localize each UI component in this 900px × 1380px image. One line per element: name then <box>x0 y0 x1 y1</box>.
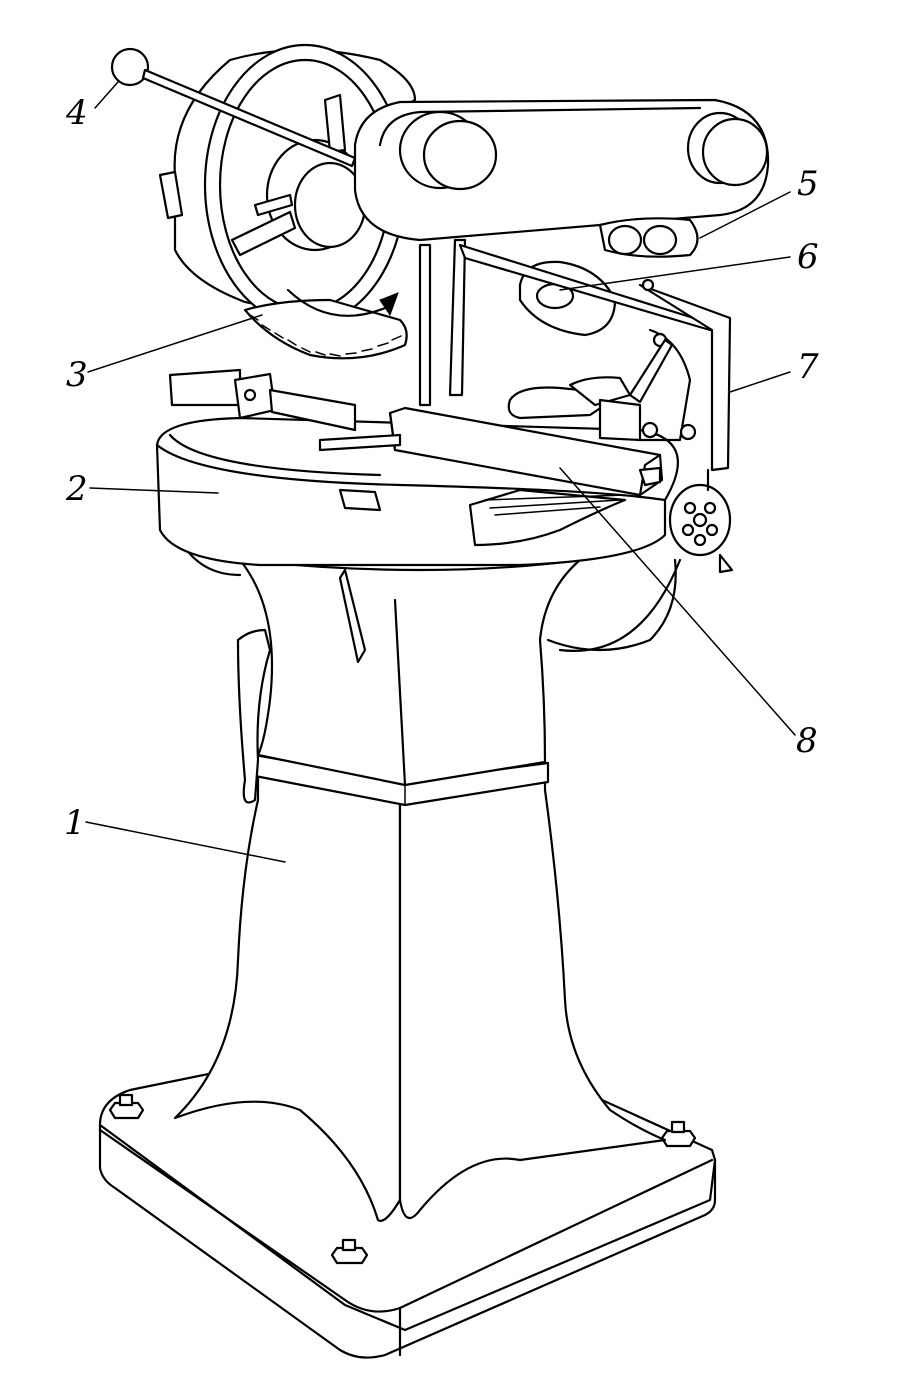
pedestal-column <box>173 538 677 1222</box>
belt-housing <box>353 98 770 258</box>
base-bolt-right <box>660 1120 697 1148</box>
callout-7: 7 <box>797 347 819 387</box>
callout-8: 8 <box>796 721 818 761</box>
clamp-bar <box>388 406 664 497</box>
leader-4 <box>94 81 119 109</box>
leader-2 <box>89 487 219 494</box>
callout-2: 2 <box>65 469 88 509</box>
vise-stop <box>168 368 402 452</box>
callout-3: 3 <box>66 355 88 395</box>
callout-5: 5 <box>797 164 819 204</box>
leader-5 <box>699 191 791 239</box>
leader-6 <box>559 256 791 291</box>
base-bolt-front <box>330 1238 369 1265</box>
leader-1 <box>85 821 286 863</box>
base-bolt-left <box>108 1093 145 1120</box>
callout-6: 6 <box>797 237 819 277</box>
callout-4: 4 <box>65 93 88 133</box>
lever-handle <box>110 47 357 168</box>
leader-3 <box>87 314 263 373</box>
rotation-arrow <box>286 288 399 317</box>
leader-lines <box>85 81 796 863</box>
leader-8 <box>559 467 796 736</box>
callout-1: 1 <box>64 803 86 843</box>
leader-7 <box>729 371 791 393</box>
handwheel <box>558 468 734 652</box>
drive-frame <box>418 238 732 472</box>
